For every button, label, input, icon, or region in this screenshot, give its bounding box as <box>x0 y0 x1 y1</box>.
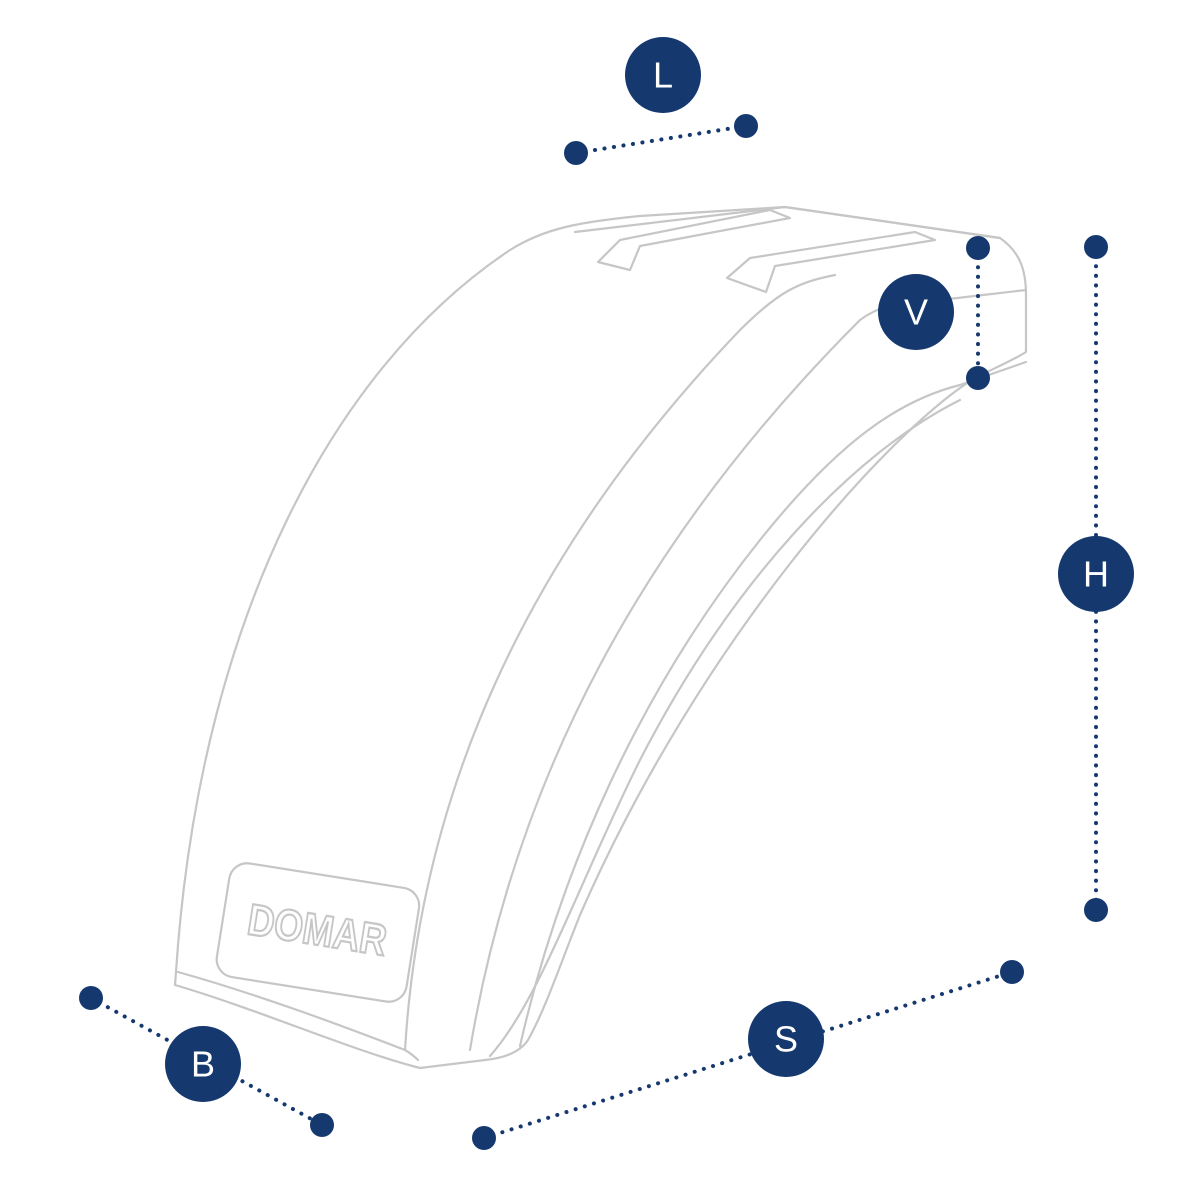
endpoint-v-top <box>966 236 990 260</box>
endpoint-b-end <box>310 1113 334 1137</box>
endpoint-v-bottom <box>966 366 990 390</box>
dimension-endpoints <box>79 114 1108 1150</box>
dimension-lines <box>89 124 1098 1140</box>
endpoint-l-start <box>564 141 588 165</box>
logo-plate <box>215 862 421 1003</box>
badge-l-label: L <box>653 55 673 96</box>
badge-h-label: H <box>1083 554 1109 595</box>
mudguard-top-edge <box>573 205 1002 240</box>
mudguard-top-ridge-1 <box>596 208 792 272</box>
dimension-line-b <box>89 996 324 1127</box>
badge-b-label: B <box>191 1044 215 1085</box>
mudguard-rib-2 <box>518 360 1028 1048</box>
brand-logo: DOMAR <box>244 895 390 965</box>
endpoint-s-start <box>472 1126 496 1150</box>
badge-h: H <box>1058 536 1134 612</box>
badge-v: V <box>878 274 954 350</box>
dimension-line-s <box>482 970 1014 1140</box>
dimension-line-l <box>574 124 748 155</box>
mudguard-front-panel <box>403 273 837 1052</box>
badge-s-label: S <box>774 1019 798 1060</box>
mudguard-inner-arch <box>488 398 962 1058</box>
mudguard-bottom-edge <box>176 970 420 1062</box>
endpoint-s-end <box>1000 960 1024 984</box>
mudguard-rib-1 <box>468 288 1028 1052</box>
endpoint-h-top <box>1084 235 1108 259</box>
endpoint-h-bottom <box>1084 898 1108 922</box>
badge-v-label: V <box>904 292 928 333</box>
badge-l: L <box>625 37 701 113</box>
endpoint-b-start <box>79 986 103 1010</box>
badge-s: S <box>748 1001 824 1077</box>
endpoint-l-end <box>734 114 758 138</box>
mudguard-top-ridge-2 <box>725 230 937 294</box>
badge-b: B <box>165 1026 241 1102</box>
